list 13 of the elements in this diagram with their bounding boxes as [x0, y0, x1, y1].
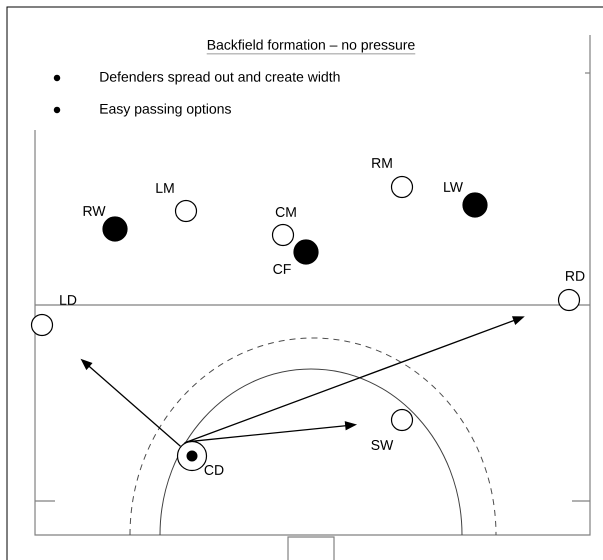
position-label: CD	[204, 465, 224, 475]
position-label: LM	[156, 183, 174, 193]
position-label: CF	[273, 264, 291, 274]
position-label: RD	[566, 271, 584, 281]
position-label: SW	[371, 440, 394, 450]
bullet-point: Easy passing options	[54, 103, 231, 117]
position-label: RW	[84, 206, 106, 216]
title: Backfield formation – no pressure	[206, 39, 416, 54]
position-label: LW	[444, 182, 463, 192]
position-label: RM	[372, 158, 392, 168]
position-label: LD	[60, 295, 76, 305]
bullet-point: Defenders spread out and create width	[54, 71, 340, 85]
position-label: CM	[276, 207, 296, 217]
